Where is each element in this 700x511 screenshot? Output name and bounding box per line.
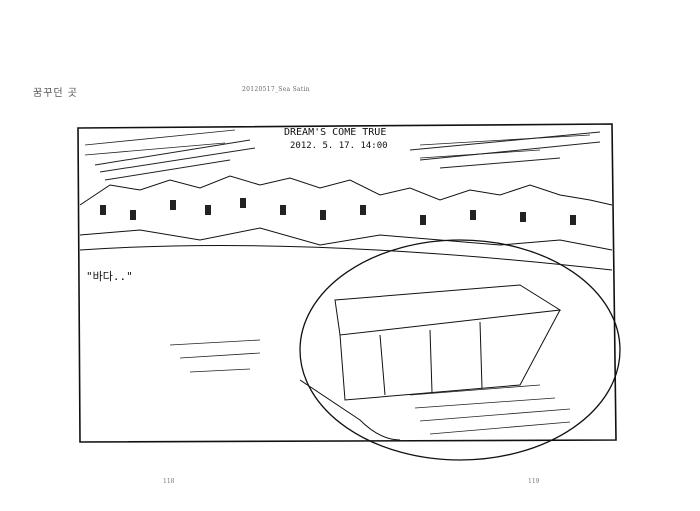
chapter-title: 꿈꾸던 곳 xyxy=(33,88,78,99)
handwritten-date: 2012. 5. 17. 14:00 xyxy=(290,141,388,151)
building-windows xyxy=(100,198,576,225)
handwritten-title: DREAM'S COME TRUE xyxy=(284,127,386,138)
seaside-hut xyxy=(334,284,562,401)
entry-label: 20120517_Sea Satin xyxy=(242,86,310,93)
handwritten-notes xyxy=(84,129,591,435)
sketch-frame xyxy=(77,123,617,443)
highlight-circle xyxy=(299,239,621,461)
sky-hatching xyxy=(94,131,601,181)
shoreline xyxy=(79,245,613,271)
right-page-number: 119 xyxy=(528,478,540,485)
town-buildings xyxy=(79,175,613,251)
handwritten-sea: "바다.." xyxy=(86,270,133,283)
left-page-number: 118 xyxy=(163,478,175,485)
rocks xyxy=(299,379,401,441)
